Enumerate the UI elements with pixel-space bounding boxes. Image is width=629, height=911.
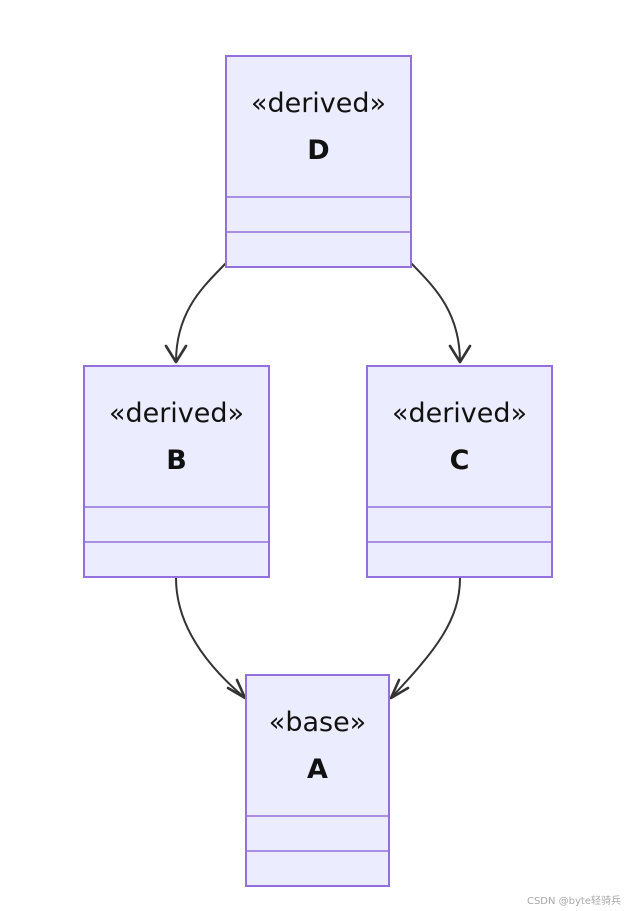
watermark: CSDN @byte轻骑兵 [526, 896, 621, 907]
class-a-stereotype: «base» [269, 707, 366, 738]
class-d-name: D [307, 135, 329, 166]
class-d-stereotype: «derived» [251, 88, 386, 119]
edge-d-to-c [410, 262, 472, 364]
class-b-name: B [166, 445, 187, 476]
edge-c-to-a [389, 577, 461, 700]
class-b-stereotype: «derived» [109, 398, 244, 429]
edge-b-to-a [175, 577, 247, 700]
arrowhead-icon [389, 678, 410, 700]
arrowhead-icon [164, 344, 188, 364]
class-box-d: «derived» D [225, 55, 412, 268]
class-c-name: C [450, 445, 470, 476]
edge-d-to-b [164, 262, 227, 364]
class-box-c: «derived» C [366, 365, 553, 578]
arrowhead-icon [448, 344, 472, 364]
class-c-stereotype: «derived» [392, 398, 527, 429]
class-a-name: A [307, 754, 328, 785]
class-box-b: «derived» B [83, 365, 270, 578]
arrowhead-icon [226, 678, 247, 700]
class-box-a: «base» A [245, 674, 390, 887]
